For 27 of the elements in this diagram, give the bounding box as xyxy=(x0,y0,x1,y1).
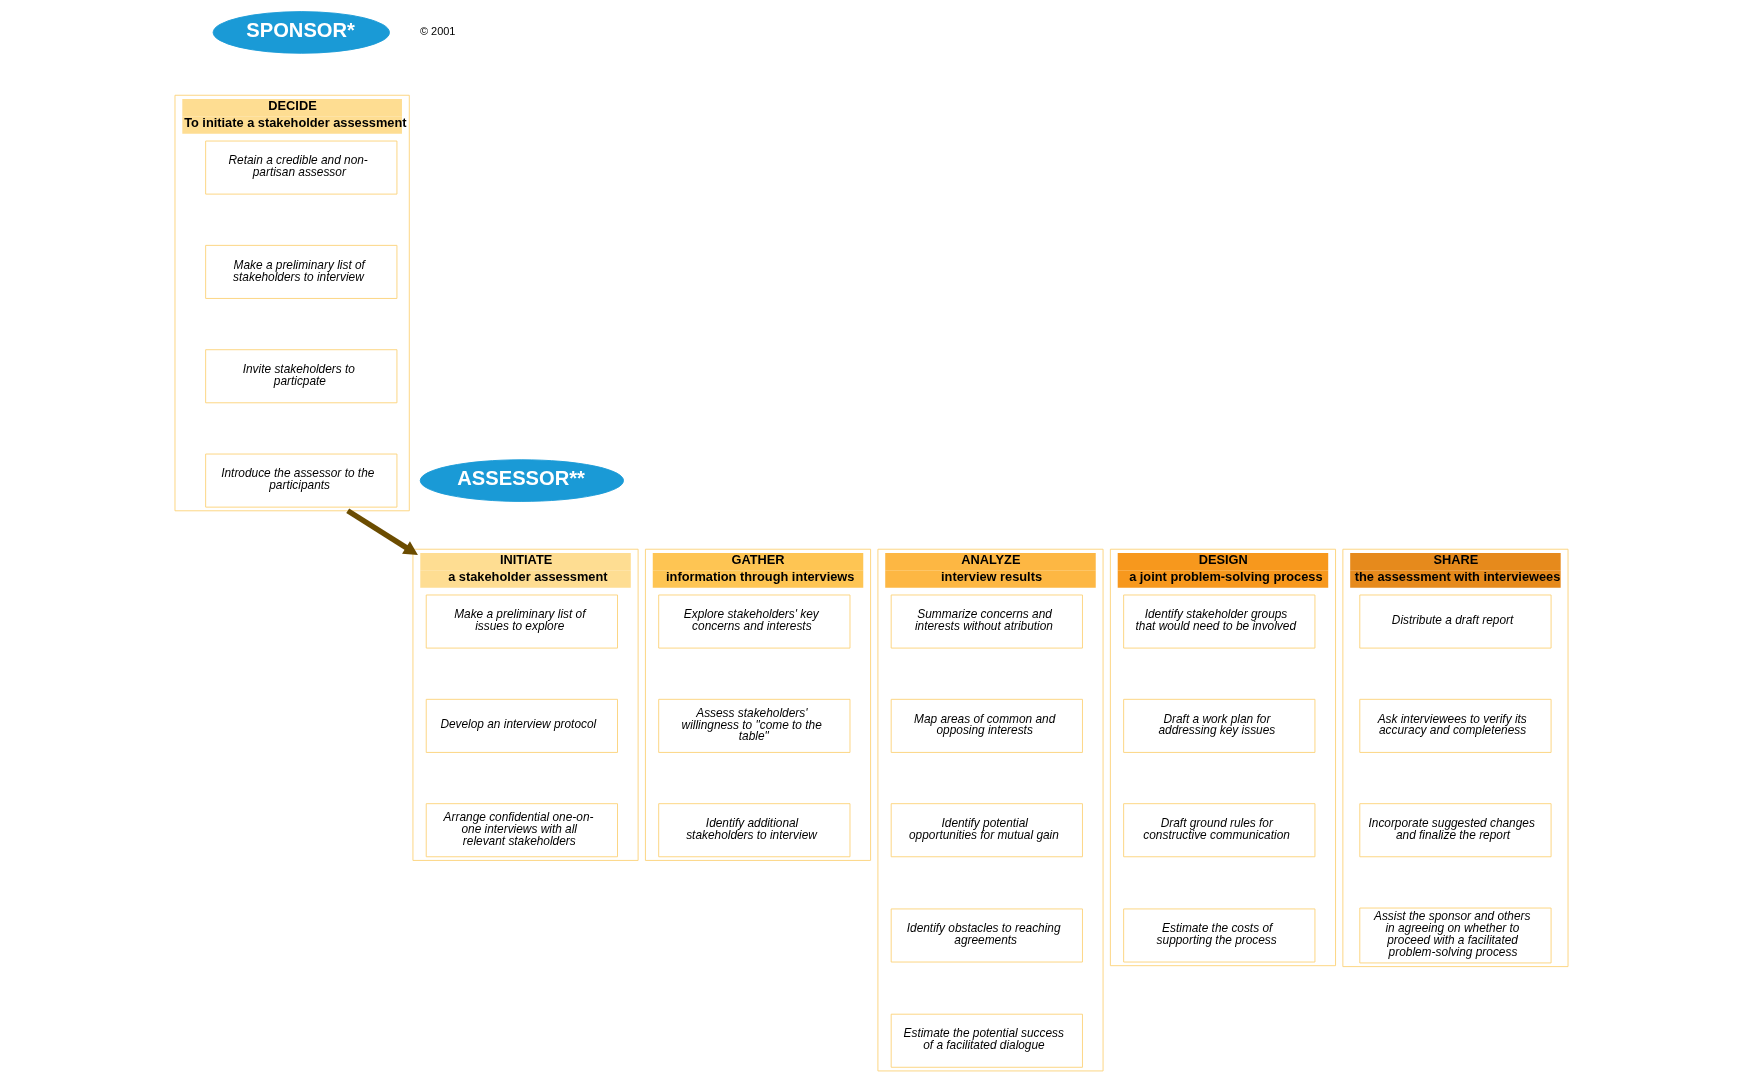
node-ellipse: SPONSOR* xyxy=(212,11,390,54)
node-box: Retain a credible and non-partisan assessor xyxy=(204,140,397,195)
node-box: Identify stakeholder groups that would need to be involved xyxy=(1122,594,1315,649)
node-box: Draft a work plan for addressing key issues xyxy=(1122,698,1315,753)
node-box: Identify obstacles to reaching agreements xyxy=(890,908,1083,963)
node-box: Assess stakeholders' willingness to "come to the table" xyxy=(657,698,850,753)
node-box: Introduce the assessor to the participants xyxy=(204,453,397,508)
node-box: Incorporate suggested changes and finalize the report xyxy=(1358,803,1552,858)
arrow xyxy=(345,508,418,556)
node-box: Draft ground rules for constructive communication xyxy=(1122,803,1315,858)
node-box: Ask interviewees to verify its accuracy and completeness xyxy=(1358,698,1552,753)
node-box: Identify additional stakeholders to interview xyxy=(657,803,850,858)
node-ellipse: ASSESSOR** xyxy=(419,459,624,502)
node-box: Make a preliminary list of issues to explore xyxy=(425,594,618,649)
node-box: Assist the sponsor and others in agreeing on whether to proceed with a facilitated problem-solving process xyxy=(1358,907,1552,964)
node-box: Identify potential opportunities for mutual gain xyxy=(890,803,1083,858)
node-box: Arrange confidential one-on-one interviews with all relevant stakeholders xyxy=(425,803,618,858)
node-box: Make a preliminary list of stakeholders to interview xyxy=(204,244,397,299)
node-box: Explore stakeholders' key concerns and interests xyxy=(657,594,850,649)
node-box: Summarize concerns and interests without atribution xyxy=(890,594,1083,649)
node-box: Estimate the potential success of a facilitated dialogue xyxy=(890,1013,1083,1068)
node-box: Develop an interview protocol xyxy=(425,698,618,753)
node-box: Distribute a draft report xyxy=(1358,594,1552,649)
node-box: Invite stakeholders to particpate xyxy=(204,349,397,404)
node-box: Map areas of common and opposing interests xyxy=(890,698,1083,753)
label: © 2001 xyxy=(419,25,455,38)
node-box: Estimate the costs of supporting the process xyxy=(1122,908,1315,963)
